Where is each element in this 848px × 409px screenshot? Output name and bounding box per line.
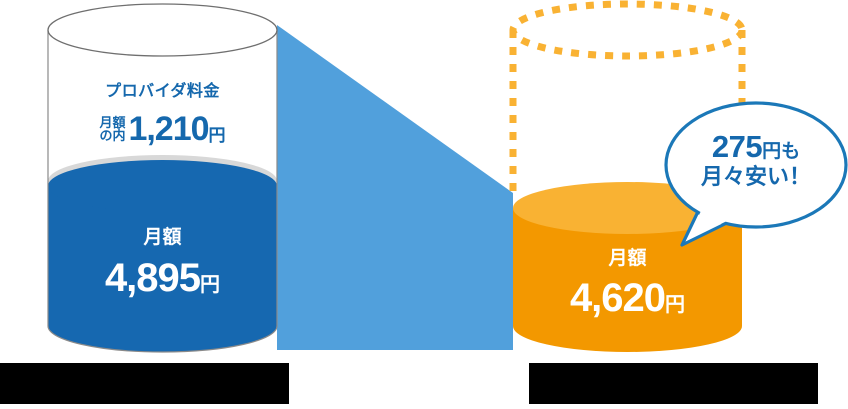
- connector-trapezoid: [277, 25, 513, 350]
- our-plan-monthly-value: 4,620: [569, 276, 666, 320]
- speech-bubble-body: [664, 101, 848, 229]
- other-plan-monthly-value: 4,895: [104, 256, 201, 300]
- provider-fee-value: 1,210: [128, 110, 209, 148]
- savings-speech-bubble: [664, 101, 848, 247]
- savings-callout-line1: 275 円も: [672, 131, 840, 162]
- provider-fee-unit: 円: [208, 126, 226, 145]
- our-plan-monthly-label: 月額: [608, 248, 647, 269]
- other-plan-monthly-unit: 円: [200, 274, 221, 296]
- provider-fee-prefix-line2: の内: [99, 128, 126, 144]
- provider-fee-amount: 月額 の内 1,210 円: [48, 112, 277, 146]
- our-plan-monthly-unit: 円: [665, 294, 686, 316]
- other-plan-monthly-amount: 4,895 円: [48, 258, 277, 298]
- savings-amount: 275: [711, 129, 763, 164]
- speech-bubble-tail-inner: [686, 199, 731, 241]
- provider-fee-prefix: 月額 の内: [99, 116, 125, 146]
- provider-fee-label: プロバイダ料金: [105, 83, 220, 100]
- provider-fee-prefix-line1: 月額: [99, 114, 126, 130]
- bottom-label-right: [529, 363, 818, 404]
- our-plan-monthly-amount: 4,620 円: [513, 278, 742, 318]
- bottom-label-left: [0, 363, 289, 404]
- blue-fill-group: [48, 155, 277, 352]
- blue-cylinder-top-cap: [47, 3, 278, 57]
- savings-unit: 円も: [762, 141, 801, 162]
- savings-callout-text: 275 円も 月々安い！: [672, 131, 840, 188]
- orange-ghost-top-cap: [509, 0, 746, 60]
- blue-cylinder-outline: [47, 30, 278, 353]
- savings-callout-line2: 月々安い！: [700, 164, 811, 189]
- other-plan-monthly-label: 月額: [143, 227, 182, 248]
